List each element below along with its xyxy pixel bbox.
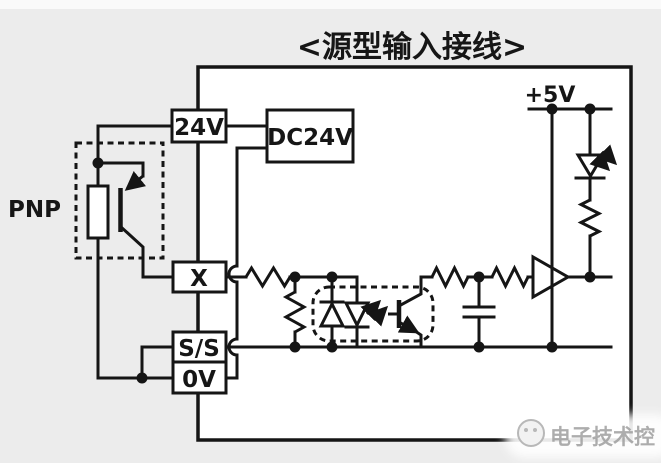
watermark-logo-eye xyxy=(533,428,537,432)
watermark-halo xyxy=(505,414,661,458)
junction-dot xyxy=(289,341,301,353)
external-wiring xyxy=(96,124,175,380)
5v-rail-branch: +5V xyxy=(525,83,618,349)
pnp-emitter-arrow xyxy=(124,170,147,191)
pnp-label: PNP xyxy=(8,197,61,223)
dc24v-to-0v-wire-with-hops xyxy=(224,146,269,380)
shunt-resistor xyxy=(282,290,308,334)
dc24v-wiring xyxy=(224,124,269,380)
optocoupler xyxy=(311,275,435,349)
dc24v-box xyxy=(265,108,355,164)
optocoupler-dashed-outline xyxy=(311,285,435,343)
phototransistor-emitter-lead xyxy=(412,328,423,349)
junction-dot xyxy=(136,372,148,384)
terminal-24v xyxy=(170,108,228,144)
sensor-resistor xyxy=(86,184,110,240)
ss-to-0v-jumper-wire xyxy=(140,345,174,380)
junction-dot xyxy=(546,103,558,115)
input-series-resistor xyxy=(244,265,292,289)
opto-emission-arrow xyxy=(367,305,389,327)
pnp-sensor: PNP xyxy=(8,141,165,260)
junction-dot xyxy=(584,271,596,283)
filter-capacitor xyxy=(462,275,496,349)
sensor-dashed-outline xyxy=(74,141,165,260)
terminal-blocks: 24V X S/S 0V xyxy=(170,108,228,395)
terminal-x-label: X xyxy=(190,266,208,292)
junction-dot xyxy=(546,341,558,353)
input-circuit: +5V xyxy=(224,83,618,353)
terminal-0v xyxy=(171,360,228,395)
filter-resistor-1 xyxy=(430,264,470,290)
terminal-ss-label: S/S xyxy=(178,336,220,362)
diagram-title: <源型输入接线> xyxy=(297,30,527,65)
5v-rail-label: +5V xyxy=(525,83,576,108)
junction-dot xyxy=(92,157,104,169)
sensor-supply-wire xyxy=(96,124,174,380)
terminal-ss xyxy=(171,330,228,364)
junction-dot xyxy=(473,271,485,283)
filter-resistor-2 xyxy=(490,264,530,290)
terminal-24v-label: 24V xyxy=(174,115,224,141)
phototransistor-collector xyxy=(396,275,423,309)
led-emission-arrow xyxy=(596,144,618,166)
watermark-text: 电子技术控 xyxy=(550,425,655,449)
sensor-output-wire xyxy=(118,224,175,279)
x-input-wire xyxy=(288,275,359,305)
dc24v-label: DC24V xyxy=(267,125,353,151)
led-series-resistor xyxy=(577,198,603,238)
terminal-0v-label: 0V xyxy=(182,367,216,393)
junction-dot xyxy=(289,271,301,283)
junction-dots xyxy=(289,103,596,353)
opto-reverse-diode xyxy=(318,300,346,328)
top-margin-strip xyxy=(0,0,661,9)
junction-dot xyxy=(326,271,338,283)
junction-dot xyxy=(326,341,338,353)
dc24v-supply: DC24V xyxy=(265,108,355,164)
plc-enclosure-box xyxy=(196,65,633,442)
watermark-logo-eye xyxy=(524,428,528,432)
watermark: 电子技术控 xyxy=(505,414,661,458)
terminal-x xyxy=(171,260,228,294)
junction-dot xyxy=(473,341,485,353)
opto-led-leads xyxy=(344,325,370,349)
junction-dot xyxy=(584,103,596,115)
watermark-logo-icon xyxy=(517,419,545,447)
